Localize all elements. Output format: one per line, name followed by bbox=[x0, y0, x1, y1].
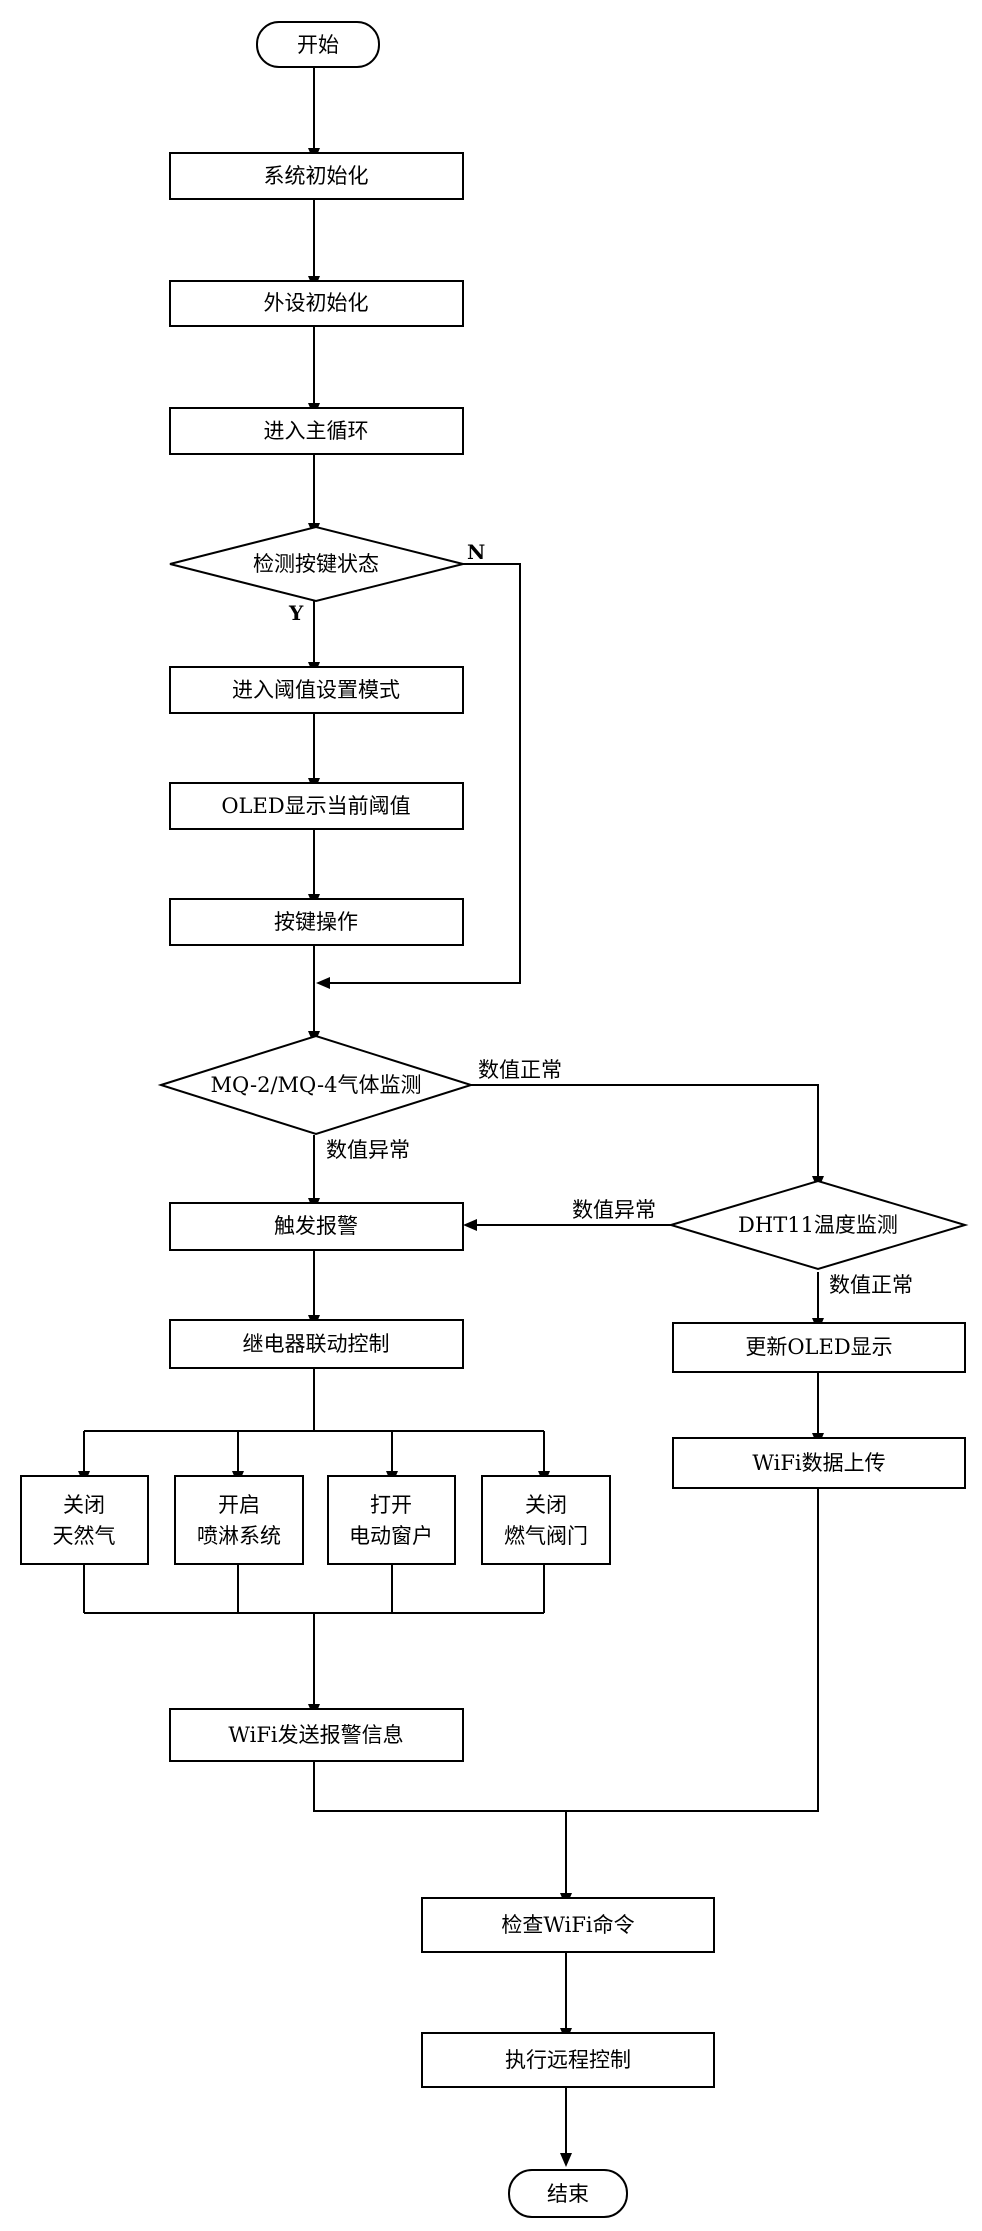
relay-control-box: 继电器联动控制 bbox=[169, 1319, 464, 1369]
close-valve-box: 关闭 燃气阀门 bbox=[481, 1475, 611, 1565]
oled-threshold-box: OLED显示当前阈值 bbox=[169, 782, 464, 830]
open-spray-box: 开启 喷淋系统 bbox=[174, 1475, 304, 1565]
open-window-box: 打开 电动窗户 bbox=[327, 1475, 456, 1565]
check-key-label: 检测按键状态 bbox=[253, 552, 379, 576]
main-loop-box: 进入主循环 bbox=[169, 407, 464, 455]
remote-control-label: 执行远程控制 bbox=[505, 2048, 631, 2072]
check-key-no-label: N bbox=[467, 540, 485, 564]
gas-monitor-decision: MQ-2/MQ-4气体监测 bbox=[157, 1034, 475, 1136]
main-loop-label: 进入主循环 bbox=[264, 419, 369, 443]
temp-abnormal-label: 数值异常 bbox=[572, 1198, 656, 1222]
end-label: 结束 bbox=[547, 2182, 589, 2206]
update-oled-box: 更新OLED显示 bbox=[672, 1322, 966, 1373]
open-window-line2: 电动窗户 bbox=[349, 1524, 433, 1548]
key-operation-box: 按键操作 bbox=[169, 898, 464, 946]
open-spray-line2: 喷淋系统 bbox=[197, 1524, 281, 1548]
close-valve-line2: 燃气阀门 bbox=[504, 1524, 588, 1548]
wifi-alarm-label: WiFi发送报警信息 bbox=[228, 1723, 403, 1747]
peripheral-init-label: 外设初始化 bbox=[264, 291, 369, 315]
remote-control-box: 执行远程控制 bbox=[421, 2032, 715, 2088]
gas-normal-label: 数值正常 bbox=[478, 1058, 562, 1082]
peripheral-init-box: 外设初始化 bbox=[169, 280, 464, 327]
arrowhead bbox=[316, 977, 330, 989]
edge-gas-normal bbox=[469, 1084, 819, 1178]
system-init-label: 系统初始化 bbox=[264, 164, 369, 188]
wifi-upload-box: WiFi数据上传 bbox=[672, 1437, 966, 1489]
trigger-alarm-box: 触发报警 bbox=[169, 1202, 464, 1251]
oled-threshold-label: OLED显示当前阈值 bbox=[221, 794, 410, 818]
close-natural-gas-line1: 关闭 bbox=[63, 1493, 105, 1517]
key-operation-label: 按键操作 bbox=[274, 910, 358, 934]
gas-abnormal-label: 数值异常 bbox=[326, 1138, 410, 1162]
relay-control-label: 继电器联动控制 bbox=[243, 1332, 390, 1356]
update-oled-label: 更新OLED显示 bbox=[745, 1335, 892, 1359]
system-init-box: 系统初始化 bbox=[169, 152, 464, 200]
dht11-label: DHT11温度监测 bbox=[738, 1213, 898, 1237]
gas-monitor-label: MQ-2/MQ-4气体监测 bbox=[211, 1073, 422, 1097]
arrowhead bbox=[560, 2153, 572, 2167]
threshold-mode-label: 进入阈值设置模式 bbox=[232, 678, 400, 702]
check-key-decision: 检测按键状态 bbox=[169, 525, 464, 603]
close-valve-line1: 关闭 bbox=[525, 1493, 567, 1517]
check-key-yes-label: Y bbox=[288, 601, 304, 625]
connector-lines bbox=[83, 67, 819, 2155]
wifi-alarm-box: WiFi发送报警信息 bbox=[169, 1708, 464, 1762]
check-wifi-label: 检查WiFi命令 bbox=[501, 1913, 634, 1937]
start-node: 开始 bbox=[256, 21, 380, 68]
dht11-decision: DHT11温度监测 bbox=[667, 1179, 969, 1271]
trigger-alarm-label: 触发报警 bbox=[274, 1214, 358, 1238]
check-wifi-box: 检查WiFi命令 bbox=[421, 1897, 715, 1953]
wifi-upload-label: WiFi数据上传 bbox=[752, 1451, 885, 1475]
start-label: 开始 bbox=[297, 33, 339, 57]
close-natural-gas-line2: 天然气 bbox=[53, 1524, 116, 1548]
arrowhead bbox=[463, 1219, 477, 1231]
open-spray-line1: 开启 bbox=[218, 1493, 260, 1517]
threshold-mode-box: 进入阈值设置模式 bbox=[169, 666, 464, 714]
close-natural-gas-box: 关闭 天然气 bbox=[20, 1475, 149, 1565]
open-window-line1: 打开 bbox=[370, 1493, 412, 1517]
temp-normal-label: 数值正常 bbox=[829, 1273, 913, 1297]
edge-checkkey-no bbox=[325, 563, 521, 984]
end-node: 结束 bbox=[508, 2169, 628, 2218]
